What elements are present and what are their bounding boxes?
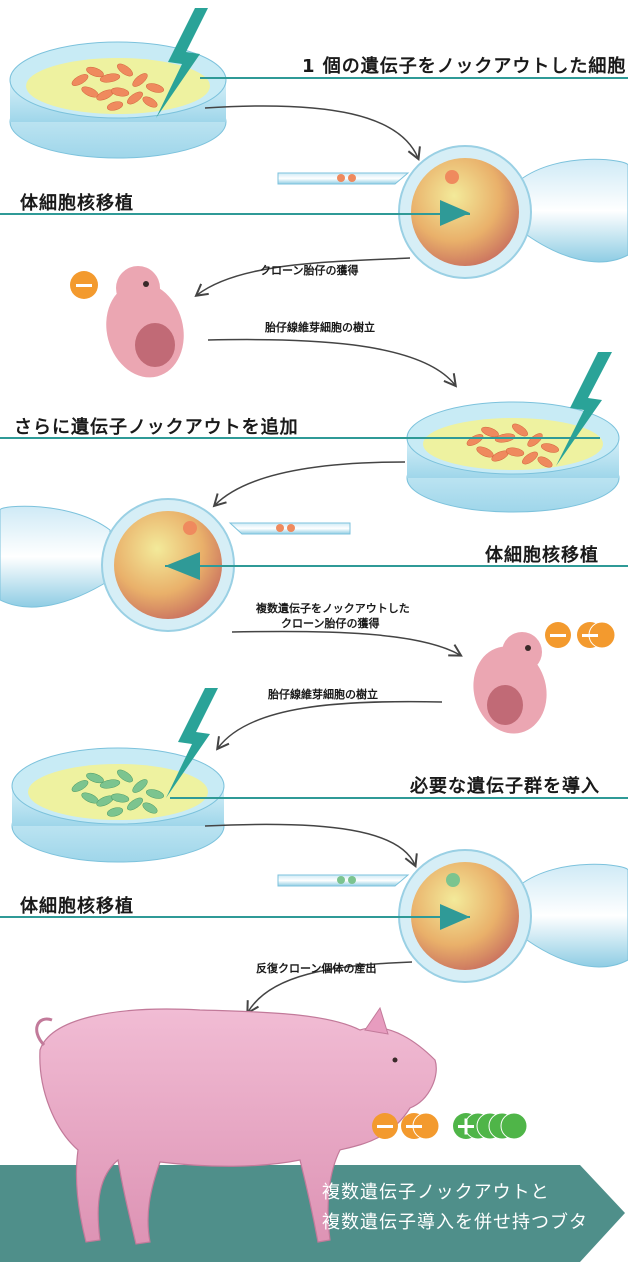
- minus-badge-icon: [372, 1113, 439, 1139]
- label-nuclear-transfer-1: 体細胞核移植: [20, 189, 134, 215]
- final-caption: 複数遺伝子ノックアウトと 複数遺伝子導入を併せ持つブタ: [322, 1178, 588, 1238]
- plus-badge-icon: [453, 1113, 527, 1139]
- arrow: [205, 824, 415, 865]
- arrow: [205, 106, 418, 158]
- pipette-icon: [278, 875, 408, 886]
- label-clone-fetus-1: クローン胎仔の獲得: [260, 262, 358, 278]
- label-knockout-one-gene: 1 個の遺伝子をノックアウトした細胞: [302, 52, 626, 78]
- minus-badge-icon: [545, 622, 615, 648]
- label-nuclear-transfer-3: 体細胞核移植: [20, 892, 134, 918]
- arrow: [218, 702, 442, 748]
- minus-badge-icon: [70, 271, 98, 299]
- arrow: [232, 631, 460, 655]
- egg-cell-icon: [399, 146, 628, 278]
- label-knockin-genes: 必要な遺伝子群を導入: [410, 772, 600, 798]
- final-caption-line2: 複数遺伝子導入を併せ持つブタ: [322, 1208, 588, 1238]
- arrow: [215, 462, 405, 505]
- pipette-icon: [278, 173, 408, 184]
- label-nuclear-transfer-2: 体細胞核移植: [485, 541, 599, 567]
- label-recloned-pig: 反復クローン個体の産出: [256, 960, 376, 976]
- petri-dish-3: [12, 748, 224, 862]
- fetus-icon: [464, 632, 556, 742]
- fetus-icon: [96, 266, 194, 386]
- label-fibroblast-1: 胎仔線維芽細胞の樹立: [265, 319, 375, 335]
- label-additional-knockout: さらに遺伝子ノックアウトを追加: [14, 413, 299, 439]
- final-caption-line1: 複数遺伝子ノックアウトと: [322, 1178, 588, 1208]
- label-clone-fetus-2-line2: クローン胎仔の獲得: [281, 615, 379, 631]
- label-clone-fetus-2-line1: 複数遺伝子をノックアウトした: [256, 600, 410, 616]
- pipette-icon: [230, 523, 350, 534]
- arrow: [208, 340, 455, 385]
- label-fibroblast-2: 胎仔線維芽細胞の樹立: [268, 686, 378, 702]
